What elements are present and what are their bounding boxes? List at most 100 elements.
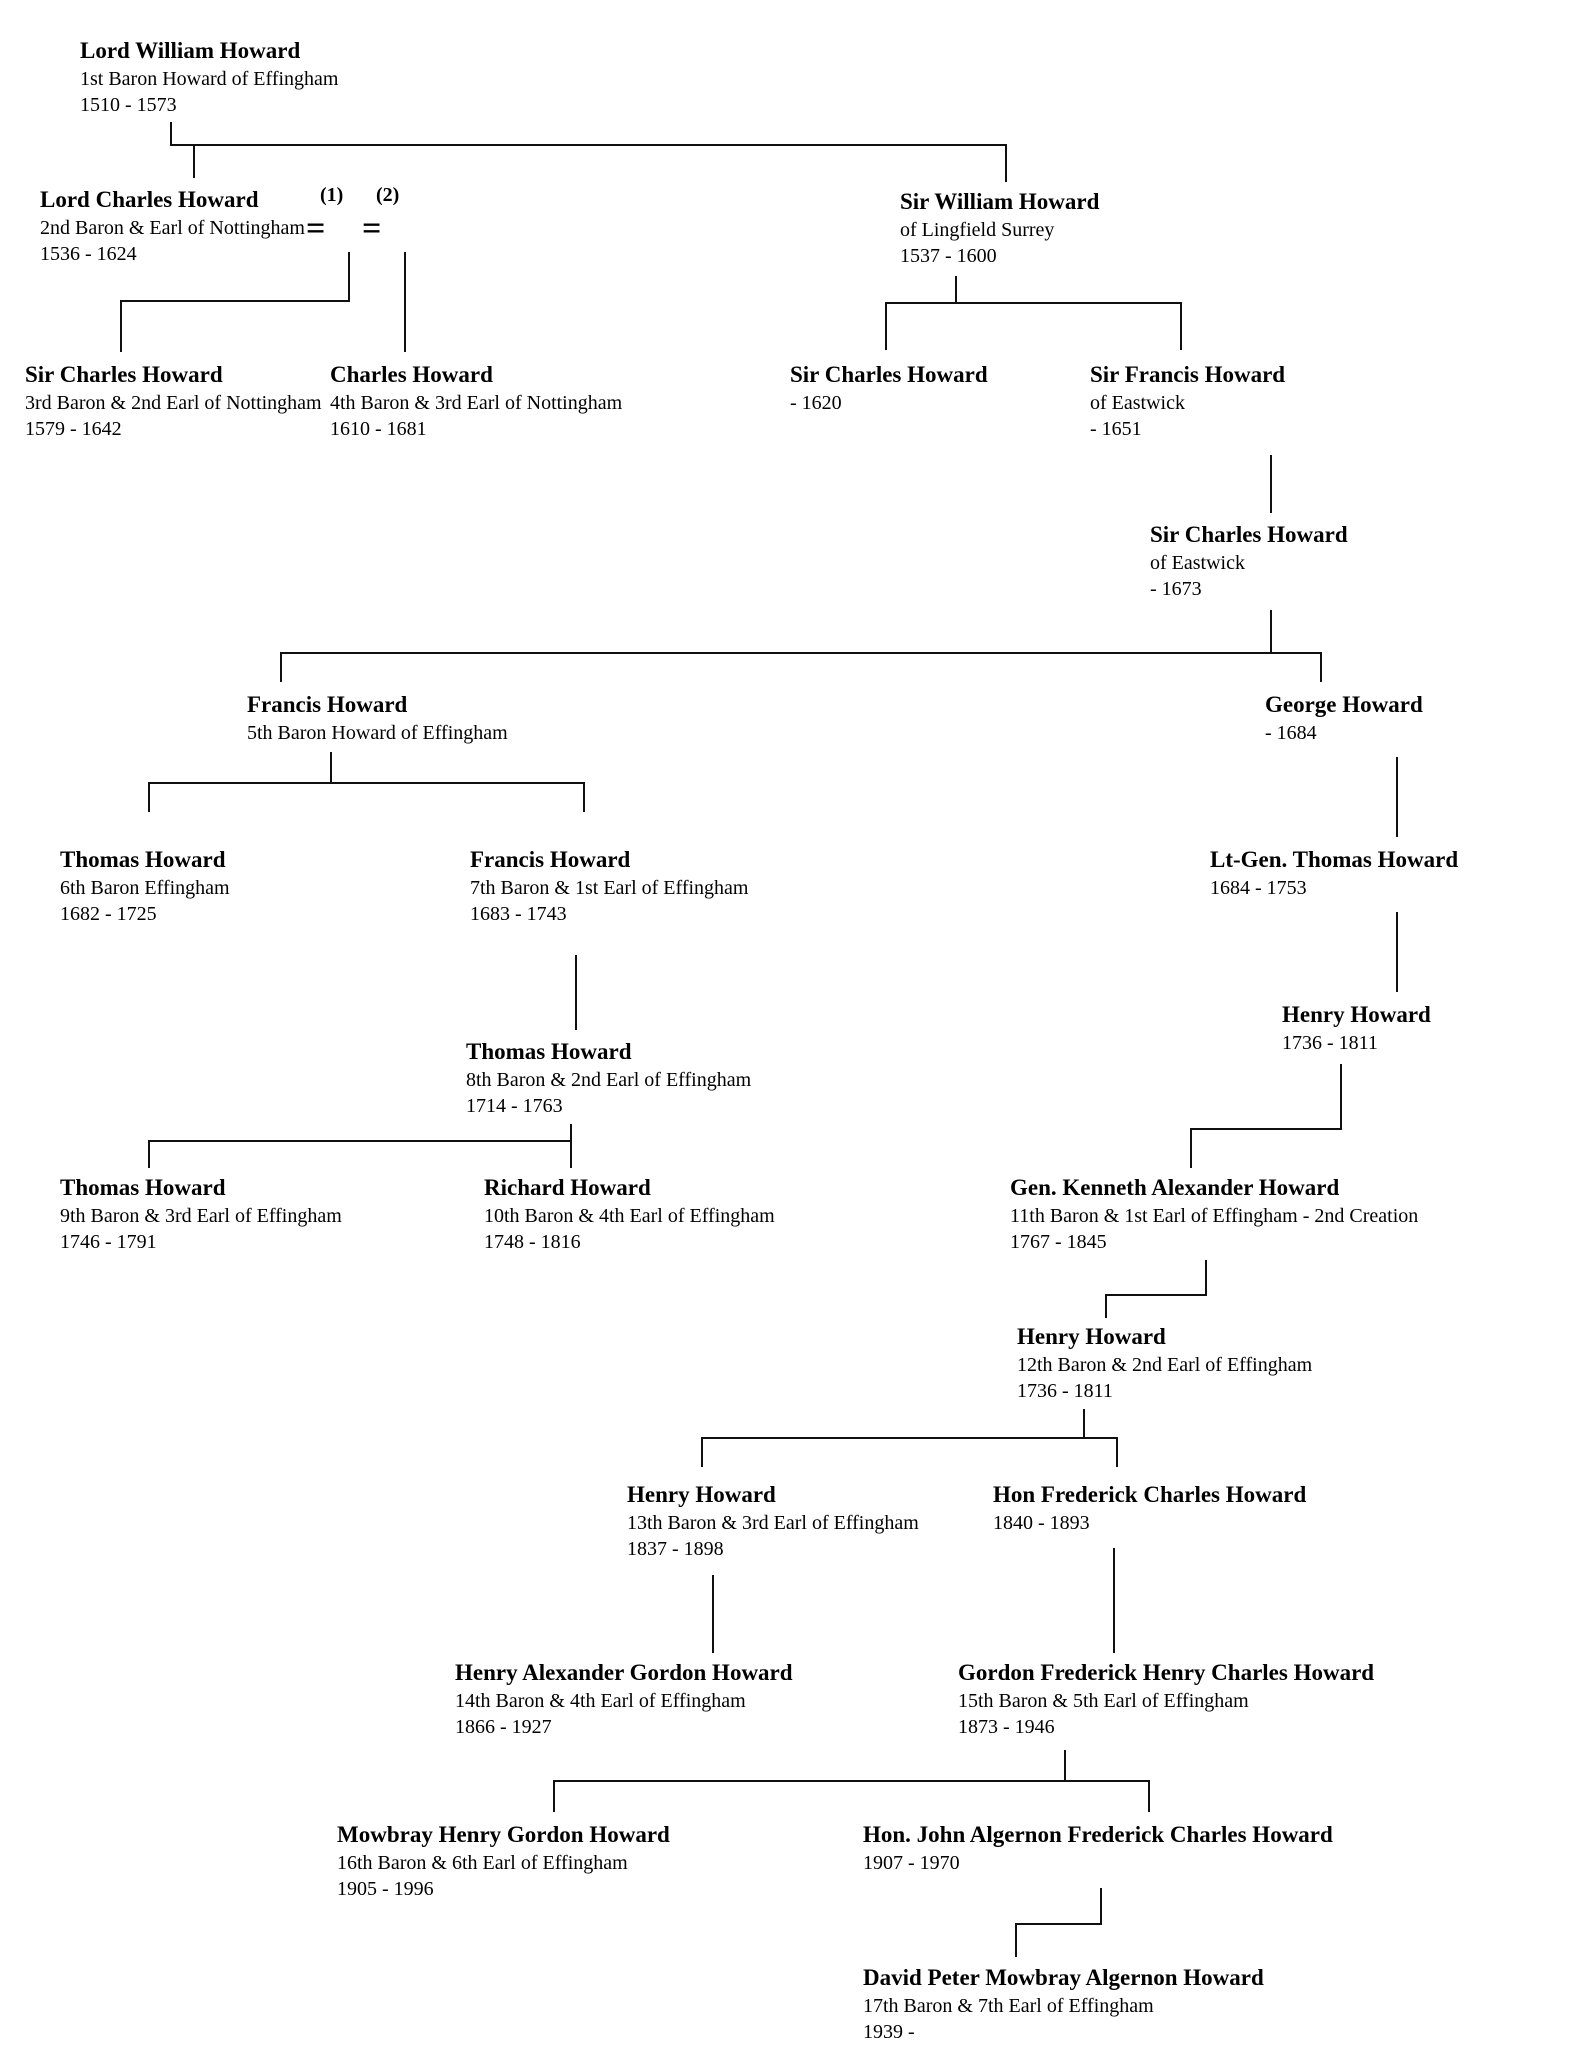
person-name: Hon Frederick Charles Howard [993,1482,1307,1507]
connector-line [955,276,957,304]
person-title: 13th Baron & 3rd Earl of Effingham [627,1512,919,1534]
person-name: Sir Francis Howard [1090,362,1286,387]
connector-line [1270,455,1272,513]
person-name: Gordon Frederick Henry Charles Howard [958,1660,1375,1685]
connector-line [1190,1128,1192,1168]
person-dates: 1536 - 1624 [40,243,137,265]
person-dates: 1905 - 1996 [337,1878,434,1900]
connector-line [280,652,1322,654]
person-name: Lord William Howard [80,38,301,63]
connector-line [701,1437,1118,1439]
person-dates: 1736 - 1811 [1017,1380,1113,1402]
person-name: Richard Howard [484,1175,651,1200]
person-dates: - 1673 [1150,578,1202,600]
person-title: 10th Baron & 4th Earl of Effingham [484,1205,775,1227]
person-dates: 1736 - 1811 [1282,1032,1378,1054]
person-hon-john-algernon-frederick-charles-howard: Hon. John Algernon Frederick Charles How… [863,1820,1333,1876]
connector-line [170,144,1007,146]
person-name: Sir Charles Howard [790,362,988,387]
connector-line [1396,912,1398,992]
person-dates: 1840 - 1893 [993,1512,1090,1534]
person-thomas-howard-9th: Thomas Howard 9th Baron & 3rd Earl of Ef… [60,1173,342,1255]
marriage-2-symbol: = [362,210,382,247]
person-title: 4th Baron & 3rd Earl of Nottingham [330,392,623,414]
marriage-2-label: (2) [376,184,400,206]
person-dates: 1866 - 1927 [455,1716,552,1738]
person-title: 2nd Baron & Earl of Nottingham [40,217,305,239]
person-title: of Eastwick [1090,392,1185,414]
connector-line [1064,1750,1066,1780]
person-thomas-howard-8th: Thomas Howard 8th Baron & 2nd Earl of Ef… [466,1037,751,1119]
person-title: 7th Baron & 1st Earl of Effingham [470,877,749,899]
person-dates: - 1684 [1265,722,1317,744]
person-sir-william-howard: Sir William Howard of Lingfield Surrey 1… [900,187,1099,269]
person-title: 5th Baron Howard of Effingham [247,722,508,744]
person-title: of Eastwick [1150,552,1245,574]
person-lord-william-howard: Lord William Howard 1st Baron Howard of … [80,36,338,118]
person-title: 17th Baron & 7th Earl of Effingham [863,1995,1154,2017]
marriage-1-label: (1) [320,184,344,206]
person-gordon-frederick-henry-charles-howard-15th: Gordon Frederick Henry Charles Howard 15… [958,1658,1374,1740]
person-dates: 1837 - 1898 [627,1538,724,1560]
person-name: Gen. Kenneth Alexander Howard [1010,1175,1340,1200]
person-name: Thomas Howard [60,847,226,872]
person-name: Lt-Gen. Thomas Howard [1210,847,1459,872]
person-name: David Peter Mowbray Algernon Howard [863,1965,1264,1990]
person-francis-howard-7th: Francis Howard 7th Baron & 1st Earl of E… [470,845,748,927]
person-name: Thomas Howard [60,1175,226,1200]
connector-line [1148,1780,1150,1812]
person-name: Henry Howard [1282,1002,1431,1027]
person-name: Thomas Howard [466,1039,632,1064]
person-dates: 1510 - 1573 [80,94,177,116]
connector-line [148,1140,572,1142]
connector-line [148,782,585,784]
person-lt-gen-thomas-howard: Lt-Gen. Thomas Howard 1684 - 1753 [1210,845,1458,901]
person-sir-charles-howard-d1620: Sir Charles Howard - 1620 [790,360,988,416]
person-henry-alexander-gordon-howard-14th: Henry Alexander Gordon Howard 14th Baron… [455,1658,793,1740]
connector-line [1105,1294,1107,1318]
person-dates: 1907 - 1970 [863,1852,960,1874]
connector-line [1180,302,1182,350]
connector-line [1083,1409,1085,1437]
person-name: Sir Charles Howard [1150,522,1348,547]
person-title: 14th Baron & 4th Earl of Effingham [455,1690,746,1712]
connector-line [1340,1064,1342,1128]
connector-line [120,300,350,302]
person-name: Francis Howard [470,847,631,872]
person-name: Charles Howard [330,362,493,387]
connector-line [1100,1888,1102,1925]
person-name: Sir William Howard [900,189,1100,214]
person-sir-charles-howard-eastwick: Sir Charles Howard of Eastwick - 1673 [1150,520,1348,602]
person-title: 6th Baron Effingham [60,877,230,899]
connector-line [712,1575,714,1653]
connector-line [330,752,332,782]
connector-line [1396,757,1398,837]
connector-line [1015,1923,1017,1957]
connector-line [1320,652,1322,682]
person-name: Hon. John Algernon Frederick Charles How… [863,1822,1333,1847]
person-charles-howard-4th: Charles Howard 4th Baron & 3rd Earl of N… [330,360,622,442]
person-richard-howard-10th: Richard Howard 10th Baron & 4th Earl of … [484,1173,775,1255]
person-dates: 1579 - 1642 [25,418,122,440]
person-dates: 1767 - 1845 [1010,1231,1107,1253]
person-dates: - 1620 [790,392,842,414]
connector-line [148,782,150,812]
person-title: 8th Baron & 2nd Earl of Effingham [466,1069,752,1091]
marriage-1-symbol: = [306,210,326,247]
person-title: 16th Baron & 6th Earl of Effingham [337,1852,628,1874]
connector-line [701,1437,703,1467]
person-sir-francis-howard: Sir Francis Howard of Eastwick - 1651 [1090,360,1285,442]
connector-line [1015,1923,1102,1925]
connector-line [885,302,1182,304]
person-dates: 1683 - 1743 [470,903,567,925]
connector-line [280,652,282,682]
connector-line [553,1780,555,1812]
person-gen-kenneth-alexander-howard-11th: Gen. Kenneth Alexander Howard 11th Baron… [1010,1173,1418,1255]
person-david-peter-mowbray-algernon-howard-17th: David Peter Mowbray Algernon Howard 17th… [863,1963,1264,2045]
person-lord-charles-howard: Lord Charles Howard 2nd Baron & Earl of … [40,185,305,267]
person-dates: 1610 - 1681 [330,418,427,440]
person-dates: 1873 - 1946 [958,1716,1055,1738]
person-dates: 1682 - 1725 [60,903,157,925]
person-title: 15th Baron & 5th Earl of Effingham [958,1690,1249,1712]
connector-line [1270,610,1272,654]
